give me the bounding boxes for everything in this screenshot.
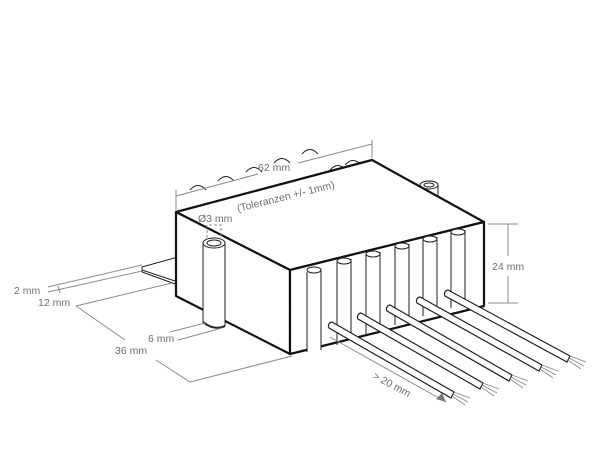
- height-label: 24 mm: [492, 261, 524, 273]
- mount-offset-label: 6 mm: [148, 333, 175, 345]
- length-label: 62 mm: [258, 162, 290, 174]
- wire-5: [443, 289, 587, 370]
- top-bumps: [189, 149, 362, 191]
- dimension-lines: [47, 140, 518, 403]
- flange-width-label: 12 mm: [38, 297, 70, 309]
- wire-2: [356, 312, 500, 397]
- cable-length-label: > 20 mm: [371, 370, 413, 400]
- hole-diameter-label: Ø3 mm: [198, 213, 233, 225]
- wire-1: [327, 321, 471, 406]
- flange-thickness-label: 2 mm: [14, 285, 41, 297]
- rib: [450, 228, 466, 308]
- mounting-flange: [141, 256, 179, 286]
- cable-leads: [327, 289, 587, 406]
- front-mount-post: [202, 224, 226, 329]
- wire-4: [415, 296, 559, 379]
- front-ribs: [306, 228, 466, 352]
- wire-3: [385, 304, 529, 389]
- rib: [306, 266, 322, 352]
- depth-label: 36 mm: [115, 345, 147, 357]
